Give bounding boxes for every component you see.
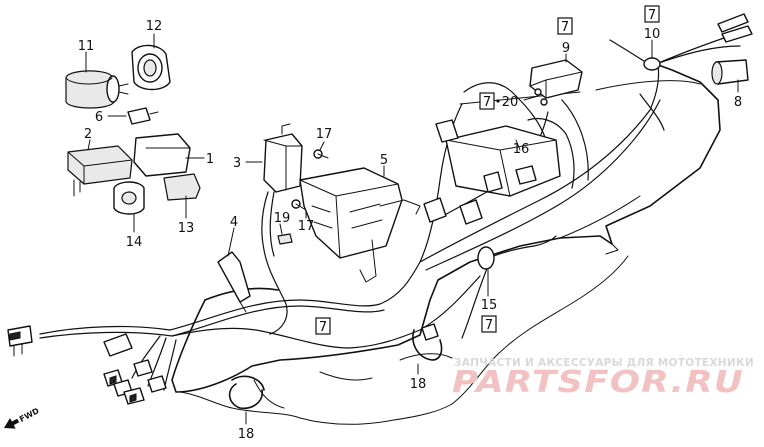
label-5: 5: [380, 153, 388, 168]
label-15: 15: [481, 298, 498, 313]
part-1-component: [133, 133, 201, 177]
fwd-label: FWD: [18, 406, 41, 424]
boxed-ref-20: 7: [479, 92, 500, 110]
label-8: 8: [734, 95, 742, 110]
part-19-clip: [277, 233, 293, 245]
part-3-ignition-coil: [261, 123, 303, 335]
part-15-grommet: [477, 246, 495, 270]
boxed-ref-harness: 7: [315, 317, 331, 335]
part-14-component: [113, 181, 145, 215]
boxed-ref-10-text: 7: [648, 8, 656, 23]
label-13: 13: [178, 221, 195, 236]
label-16: 16: [513, 142, 530, 157]
part-number-labels: 11 12 6 2 1 13 14 3 17 17 19 5 4 8 9 10 …: [78, 19, 742, 442]
fwd-direction-marker: FWD: [4, 406, 41, 429]
part-16-component-group: [423, 119, 561, 225]
label-18-left: 18: [238, 427, 255, 442]
main-wiring-harness: [39, 35, 741, 391]
watermark-brand: PARTSFOR.RU: [452, 365, 744, 400]
label-18-right: 18: [410, 377, 427, 392]
label-17-bottom: 17: [298, 219, 315, 234]
boxed-ref-15: 7: [481, 315, 497, 333]
boxed-ref-20-text: 7: [483, 95, 491, 110]
part-20-bulb: [534, 88, 548, 106]
boxed-ref-9: 7: [557, 17, 573, 35]
part-8-rubber-cap: [711, 59, 749, 85]
label-19: 19: [274, 211, 291, 226]
boxed-ref-10: 7: [644, 5, 660, 23]
label-12: 12: [146, 19, 163, 34]
part-13-component: [163, 173, 201, 201]
label-6: 6: [95, 110, 103, 125]
part-5-battery-tray: [299, 167, 421, 283]
label-10: 10: [644, 27, 661, 42]
part-6-component: [127, 107, 159, 125]
label-9: 9: [562, 41, 570, 56]
label-14: 14: [126, 235, 143, 250]
part-11-component: [65, 70, 129, 109]
label-3: 3: [233, 156, 241, 171]
boxed-ref-15-text: 7: [485, 318, 493, 333]
label-17-top: 17: [316, 127, 333, 142]
frame-body: [171, 61, 721, 425]
watermark-caption: ЗАПЧАСТИ И АКСЕССУАРЫ ДЛЯ МОТОТЕХНИКИ: [454, 357, 754, 369]
left-connector-bundle: [7, 325, 167, 405]
boxed-ref-9-text: 7: [561, 20, 569, 35]
part-4-spark-plug-cap: [217, 251, 251, 313]
part-12-component: [131, 44, 171, 91]
label-2: 2: [84, 127, 92, 142]
part-17-screws: [291, 149, 329, 211]
leader-lines: [85, 33, 739, 425]
part-2-component: [67, 145, 133, 197]
part-10-grommet: [643, 13, 753, 71]
boxed-ref-harness-text: 7: [319, 320, 327, 335]
part-18-clamps: [228, 323, 443, 410]
watermark: ЗАПЧАСТИ И АКСЕССУАРЫ ДЛЯ МОТОТЕХНИКИ PA…: [452, 357, 754, 400]
label-1: 1: [206, 152, 214, 167]
label-11: 11: [78, 39, 95, 54]
label-4: 4: [230, 215, 238, 230]
label-20: 20: [502, 95, 519, 110]
boxed-ref-7-group: 7 7 7 7 7: [315, 5, 660, 335]
